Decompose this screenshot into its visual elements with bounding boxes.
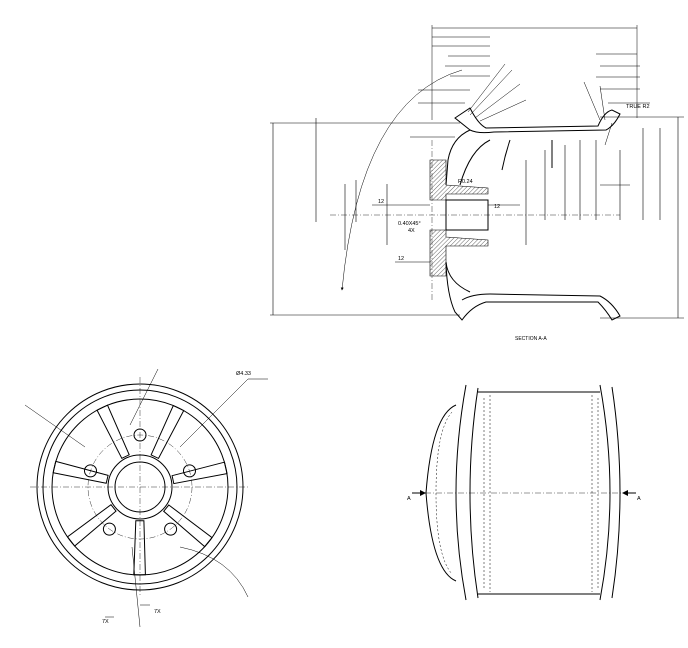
side-rim-left — [455, 384, 467, 601]
dim-12-top: 12 — [378, 199, 384, 205]
chamfer-count: 4X — [408, 228, 415, 234]
bolt-hole — [84, 464, 97, 478]
hub-section-upper — [429, 159, 489, 201]
spoke — [150, 404, 185, 460]
count-left: 7X — [102, 619, 109, 625]
chamfer-note: 0.40X45° — [398, 221, 421, 227]
dim-12-bottom: 12 — [398, 256, 404, 262]
section-view: 12 12 12 0.40X45° 4X R0.24 TRUE R2 SECTI… — [270, 25, 684, 342]
section-caption: SECTION A-A — [515, 336, 547, 342]
spoke — [52, 460, 109, 484]
spoke — [66, 504, 117, 547]
front-view: Ø4.33 7X 7X — [24, 368, 268, 628]
bolt-hole — [164, 522, 178, 536]
cut-marker-right: A — [637, 496, 641, 502]
side-view: A A — [407, 384, 641, 601]
side-rim-right — [599, 384, 611, 601]
fillet-radius: R0.24 — [458, 179, 473, 185]
hub-section-lower — [429, 229, 489, 277]
count-right: 7X — [154, 609, 161, 615]
rim-upper-profile — [454, 107, 621, 134]
dim-12-right: 12 — [494, 204, 500, 210]
spoke — [133, 520, 146, 576]
spoke — [171, 461, 228, 485]
true-radius-note: TRUE R2 — [626, 104, 650, 110]
bolt-hole — [183, 464, 196, 478]
rim-lower-profile — [445, 261, 621, 321]
spoke — [163, 504, 213, 548]
bolt-hole — [102, 522, 116, 536]
bolt-circle-dim: Ø4.33 — [236, 371, 251, 377]
spoke — [96, 404, 130, 459]
cut-marker-left: A — [407, 496, 411, 502]
